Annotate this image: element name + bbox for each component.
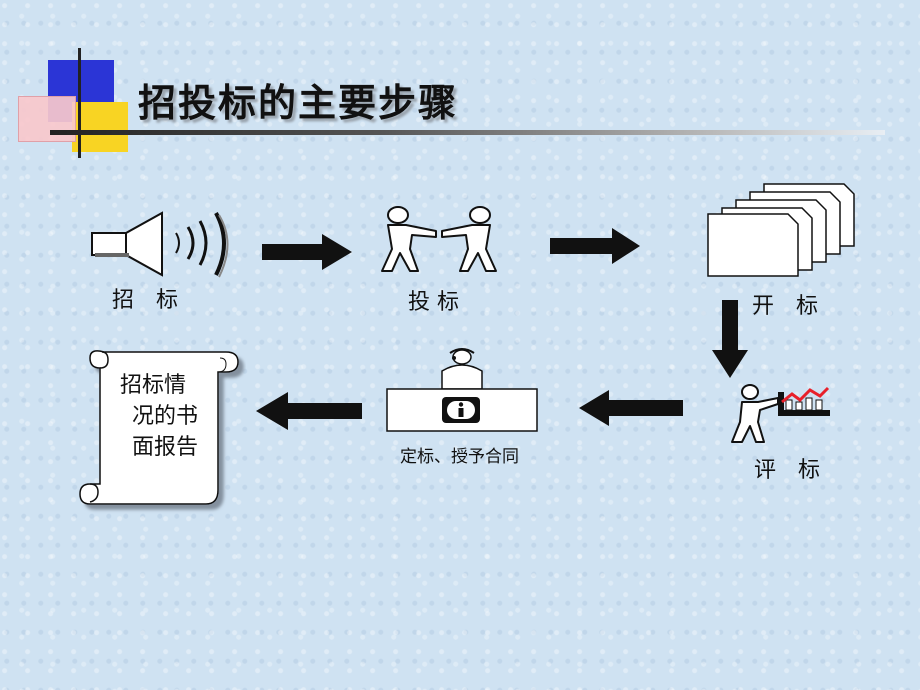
page-title: 招投标的主要步骤 — [138, 80, 459, 125]
megaphone-icon — [91, 211, 229, 278]
step-label-dingbiao: 定标、授予合同 — [400, 447, 519, 467]
step-label-toubiao: 投 标 — [408, 290, 459, 315]
documents-icon — [707, 183, 855, 277]
report-line: 况的书 — [132, 404, 199, 429]
logo-yellow-square — [72, 102, 128, 152]
report-line: 招标情 — [120, 373, 187, 398]
logo-pink-square — [18, 96, 76, 142]
arrow-right-icon — [262, 234, 352, 270]
report-text: 招标情 况的书 面报告 — [120, 370, 198, 463]
report-line: 面报告 — [132, 435, 199, 460]
arrow-down-icon — [712, 300, 748, 378]
logo-decoration — [18, 48, 133, 158]
logo-vertical-line — [78, 48, 81, 158]
title-divider — [50, 130, 885, 135]
arrow-left-icon — [256, 392, 362, 430]
arrow-right-icon — [550, 228, 640, 264]
step-label-pingbiao: 评 标 — [754, 458, 821, 483]
step-label-zhaobiao: 招 标 — [112, 288, 179, 313]
arrow-left-icon — [579, 390, 683, 426]
step-label-kaibiao: 开 标 — [752, 294, 819, 319]
info-desk-icon — [386, 348, 538, 432]
evaluator-icon — [731, 384, 830, 443]
handshake-icon — [381, 206, 497, 272]
scroll-icon — [79, 350, 239, 505]
